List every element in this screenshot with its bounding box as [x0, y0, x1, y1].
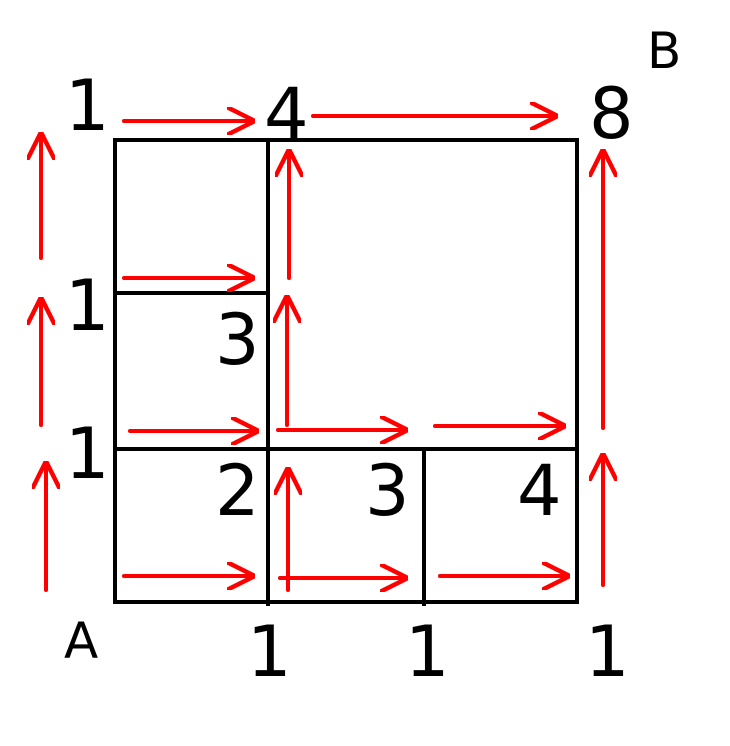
count-top-middle: 4 [264, 73, 309, 155]
count-inner-3: 3 [215, 299, 260, 381]
grid [113, 138, 579, 606]
count-cell-3: 3 [365, 450, 410, 532]
count-top-right: 8 [589, 73, 634, 155]
count-bottom-3: 1 [585, 611, 630, 693]
count-cell-4: 4 [517, 450, 562, 532]
label-end-b: B [647, 22, 681, 80]
count-bottom-1: 1 [247, 611, 292, 693]
count-left-bottom: 1 [65, 413, 110, 495]
arrows [41, 116, 603, 592]
count-bottom-2: 1 [405, 611, 450, 693]
count-left-middle: 1 [65, 265, 110, 347]
label-start-a: A [64, 612, 98, 670]
count-top-left: 1 [65, 65, 110, 147]
count-inner-2: 2 [215, 450, 260, 532]
grid-outer-border [113, 138, 579, 604]
